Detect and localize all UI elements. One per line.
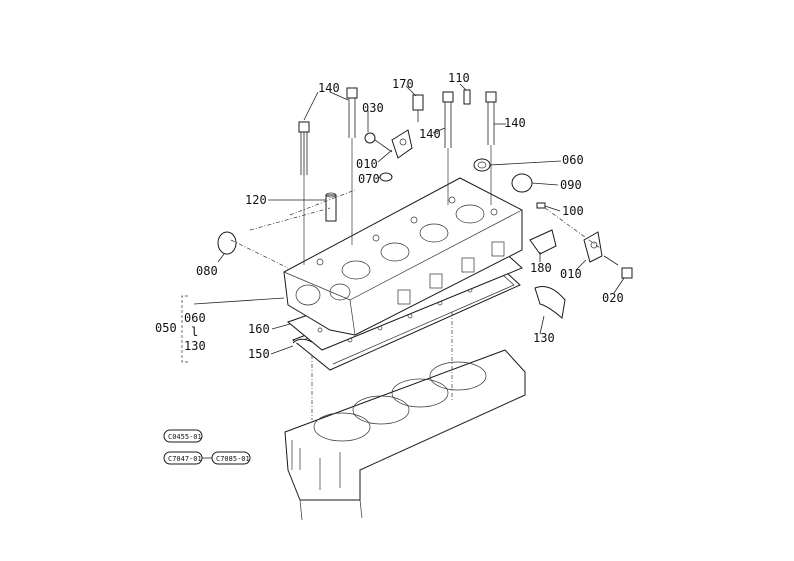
label-group-separator: l (191, 325, 198, 339)
label-010-right: 010 (560, 267, 582, 281)
label-080: 080 (196, 264, 218, 278)
ref-c7085: C7085-01 (216, 455, 250, 463)
label-140-mid: 140 (419, 127, 441, 141)
label-090: 090 (560, 178, 582, 192)
small-parts (217, 89, 633, 344)
label-130-group: 130 (184, 339, 206, 353)
label-150: 150 (248, 347, 270, 361)
label-050: 050 (155, 321, 177, 335)
part-labels: 140 170 110 030 140 140 010 070 060 090 … (155, 71, 624, 361)
head-bolts (298, 87, 497, 265)
label-180: 180 (530, 261, 552, 275)
leader-lines (181, 83, 625, 420)
label-070: 070 (358, 172, 380, 186)
label-060-right: 060 (562, 153, 584, 167)
cylinder-block (284, 349, 526, 521)
label-010-top: 010 (356, 157, 378, 171)
ref-c7047: C7047-01 (168, 455, 202, 463)
ref-c0455: C0455-01 (168, 433, 202, 441)
label-170: 170 (392, 77, 414, 91)
reference-codes: C0455-01 C7047-01 C7085-01 (163, 429, 251, 465)
label-030: 030 (362, 101, 384, 115)
label-120: 120 (245, 193, 267, 207)
label-140-top: 140 (318, 81, 340, 95)
label-060-group: 060 (184, 311, 206, 325)
label-020: 020 (602, 291, 624, 305)
label-140-right: 140 (504, 116, 526, 130)
label-130-right: 130 (533, 331, 555, 345)
label-110: 110 (448, 71, 470, 85)
label-100: 100 (562, 204, 584, 218)
label-160: 160 (248, 322, 270, 336)
cylinder-head (283, 177, 523, 336)
